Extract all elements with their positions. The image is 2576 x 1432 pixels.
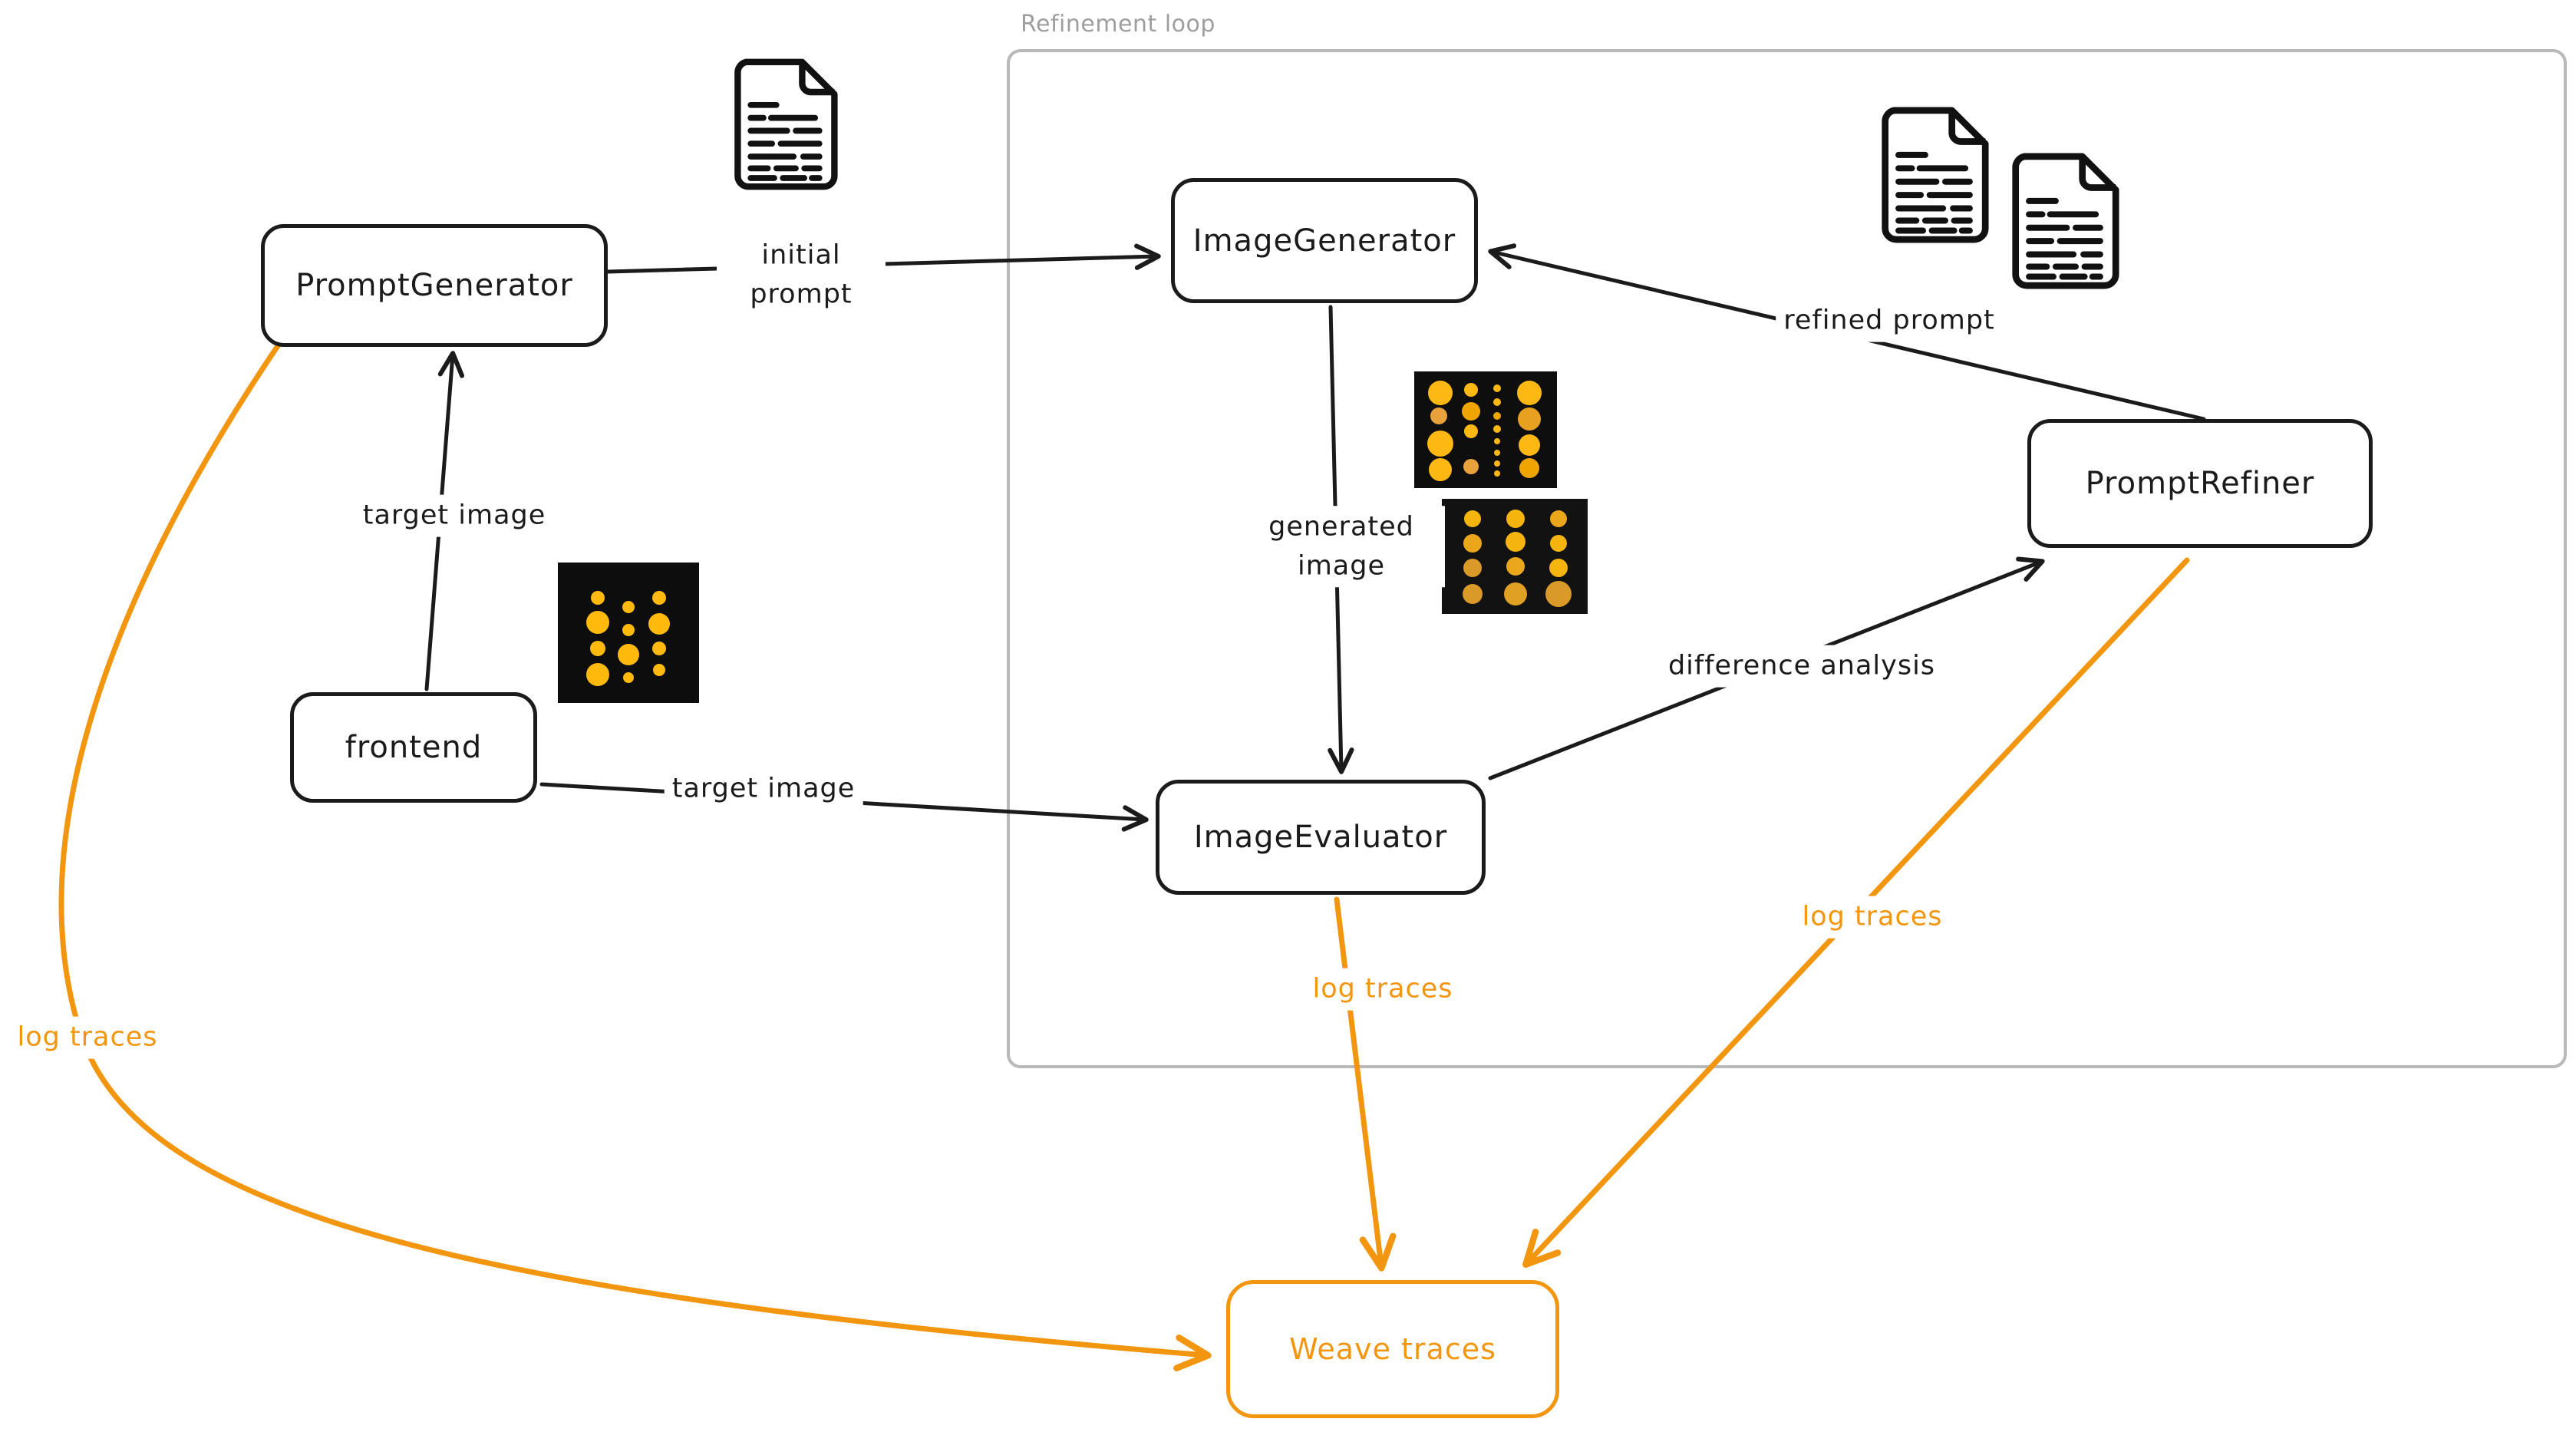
refinement-loop-label: Refinement loop [1021,11,1215,38]
edge-label-generated-image: generated image [1238,506,1445,587]
edge-log-traces-middle [1334,896,1397,1272]
document-icon [734,58,838,190]
node-frontend: frontend [290,692,537,803]
node-weave-traces-label: Weave traces [1289,1332,1496,1366]
generated-image-thumbnail-2 [1442,499,1588,614]
node-image-generator-label: ImageGenerator [1192,223,1456,259]
node-prompt-refiner: PromptRefiner [2027,419,2373,548]
node-weave-traces: Weave traces [1226,1280,1559,1418]
node-image-generator: ImageGenerator [1171,178,1478,303]
edge-label-target-image-lower: target image [664,767,863,810]
edge-label-log-traces-right: log traces [1794,896,1951,939]
edge-label-log-traces-middle: log traces [1304,968,1461,1011]
node-image-evaluator-label: ImageEvaluator [1193,820,1448,855]
edge-label-log-traces-left: log traces [9,1016,166,1059]
edge-log-traces-left [58,332,1212,1371]
refinement-loop-container [1007,49,2567,1068]
node-frontend-label: frontend [345,730,483,765]
node-prompt-refiner-label: PromptRefiner [2085,466,2315,501]
document-icon [1882,107,1989,243]
edge-label-refined-prompt: refined prompt [1776,299,2003,342]
node-image-evaluator: ImageEvaluator [1156,780,1486,895]
generated-image-thumbnail-1 [1414,371,1557,488]
target-image-thumbnail [558,563,699,703]
node-prompt-generator: PromptGenerator [261,224,608,347]
document-icon [2012,153,2119,289]
node-prompt-generator-label: PromptGenerator [295,268,573,303]
edge-label-target-image-upper: target image [355,494,554,537]
edge-label-initial-prompt: initial prompt [717,234,886,315]
edge-label-difference-analysis: difference analysis [1660,645,1944,688]
